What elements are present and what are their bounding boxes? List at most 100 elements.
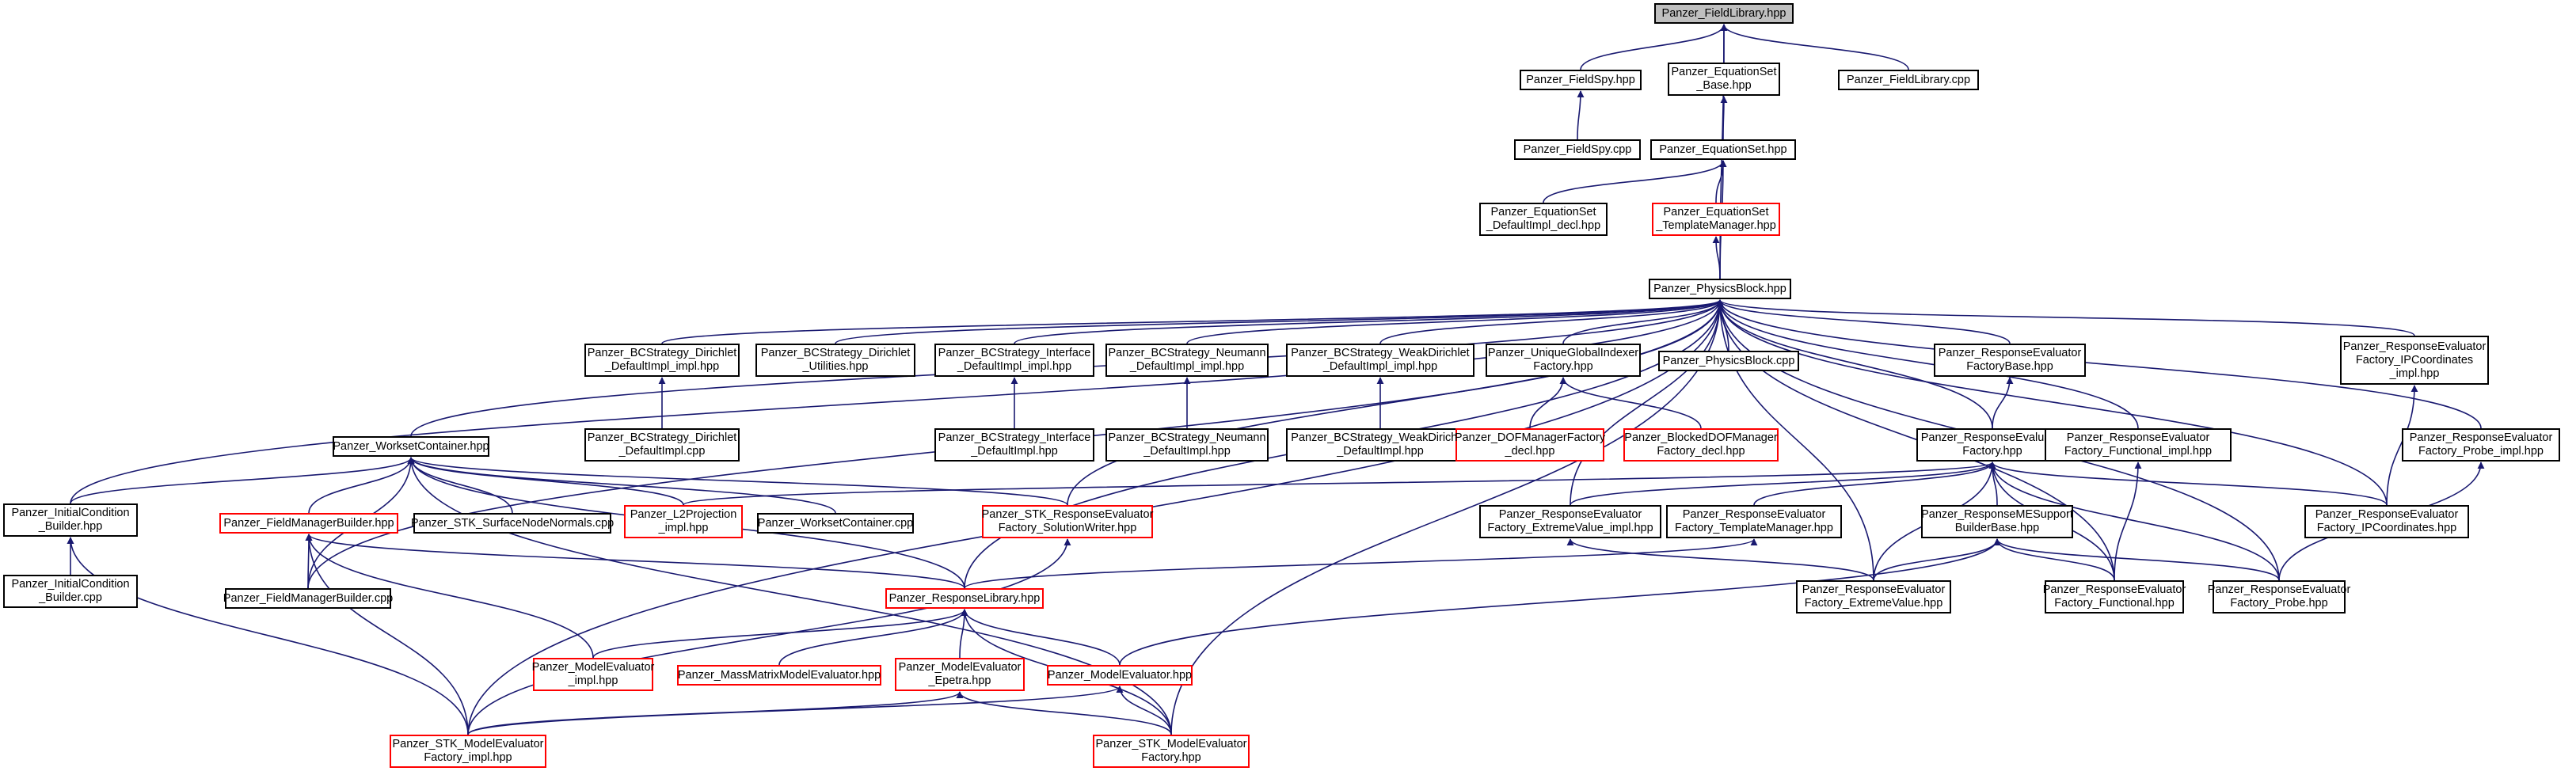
graph-node-l2projection-impl[interactable]: Panzer_L2Projection_impl.hpp: [624, 505, 743, 538]
graph-edge-blockeddofmanager-factory-decl-to-uniqueglobalindexer-factory: [1559, 377, 1702, 429]
graph-node-equationset-hpp[interactable]: Panzer_EquationSet.hpp: [1650, 139, 1796, 160]
graph-node-dofmanagerfactory-decl[interactable]: Panzer_DOFManagerFactory_decl.hpp: [1455, 428, 1605, 462]
graph-edge-responseevaluator-ipcoordinates-to-responseevaluator-factory-hpp: [1988, 462, 2388, 506]
graph-node-bc-interface-defaultimpl-impl[interactable]: Panzer_BCStrategy_Interface_DefaultImpl_…: [934, 344, 1094, 377]
graph-node-label: _DefaultImpl_impl.hpp: [604, 360, 720, 373]
graph-node-label: Panzer_PhysicsBlock.cpp: [1662, 354, 1795, 367]
graph-node-fieldspy-hpp[interactable]: Panzer_FieldSpy.hpp: [1520, 70, 1642, 90]
graph-node-label: _DefaultImpl.hpp: [1337, 445, 1424, 458]
graph-node-modelevaluator-hpp[interactable]: Panzer_ModelEvaluator.hpp: [1047, 665, 1193, 686]
graph-node-label: Factory.hpp: [1962, 445, 2022, 458]
graph-edge-stk-modelevaluator-factory-to-physicsblock-hpp: [1170, 299, 1724, 735]
graph-node-label: Panzer_BlockedDOFManager: [1624, 431, 1778, 444]
graph-node-label: Panzer_FieldManagerBuilder.cpp: [223, 591, 394, 605]
graph-node-massmatrixmodelevaluator[interactable]: Panzer_MassMatrixModelEvaluator.hpp: [677, 665, 881, 686]
graph-node-fieldmanagerbuilder-cpp[interactable]: Panzer_FieldManagerBuilder.cpp: [223, 588, 394, 609]
graph-node-label: Panzer_EquationSet: [1490, 206, 1596, 218]
graph-node-label: Factory_Probe_impl.hpp: [2418, 445, 2544, 458]
graph-node-bc-interface-defaultimpl[interactable]: Panzer_BCStrategy_Interface_DefaultImpl.…: [934, 428, 1094, 462]
graph-edge-responseevaluator-factorybase-to-physicsblock-hpp: [1716, 299, 2011, 344]
graph-node-label: Panzer_STK_ModelEvaluator: [1095, 738, 1247, 750]
graph-node-label: Panzer_STK_SurfaceNodeNormals.cpp: [410, 516, 615, 530]
graph-node-modelevaluator-epetra[interactable]: Panzer_ModelEvaluator_Epetra.hpp: [895, 658, 1025, 691]
graph-edge-responseevaluator-extremevalue-impl-to-responseevaluator-factory-hpp: [1570, 462, 1996, 506]
graph-edge-responseevaluator-ipcoordinates-to-physicsblock-hpp: [1716, 299, 2388, 506]
graph-node-label: Panzer_ResponseEvaluator: [1498, 508, 1642, 521]
graph-node-label: Panzer_STK_ResponseEvaluator: [981, 508, 1154, 521]
graph-node-equationset-base-hpp[interactable]: Panzer_EquationSet_Base.hpp: [1668, 63, 1780, 96]
graph-node-worksetcontainer-cpp[interactable]: Panzer_WorksetContainer.cpp: [757, 513, 914, 534]
graph-node-bc-weakdirichlet-defaultimpl-impl[interactable]: Panzer_BCStrategy_WeakDirichlet_DefaultI…: [1286, 344, 1474, 377]
graph-node-physicsblock-cpp[interactable]: Panzer_PhysicsBlock.cpp: [1658, 351, 1799, 371]
graph-edge-responseevaluator-probe-impl-to-physicsblock-hpp: [1716, 299, 2482, 429]
graph-edge-stk-modelevaluator-factory-impl-to-modelevaluator-hpp: [467, 686, 1124, 735]
graph-node-worksetcontainer-hpp[interactable]: Panzer_WorksetContainer.hpp: [333, 436, 489, 457]
graph-edge-worksetcontainer-cpp-to-worksetcontainer-hpp: [407, 457, 836, 514]
graph-node-equationset-templatemanager[interactable]: Panzer_EquationSet_TemplateManager.hpp: [1652, 203, 1780, 236]
graph-node-responselibrary-hpp[interactable]: Panzer_ResponseLibrary.hpp: [885, 588, 1044, 609]
graph-node-label: Panzer_ResponseEvaluator: [2342, 340, 2487, 353]
graph-node-label: _Builder.cpp: [39, 591, 102, 604]
graph-node-modelevaluator-impl[interactable]: Panzer_ModelEvaluator_impl.hpp: [531, 658, 655, 691]
graph-node-label: _decl.hpp: [1505, 445, 1555, 458]
graph-edge-modelevaluator-hpp-to-responselibrary-hpp: [961, 609, 1121, 666]
graph-node-label: Factory_ExtremeValue.hpp: [1804, 597, 1943, 610]
graph-edge-stk-modelevaluator-factory-to-modelevaluator-epetra: [956, 691, 1172, 735]
graph-node-fieldmanagerbuilder-hpp[interactable]: Panzer_FieldManagerBuilder.hpp: [219, 513, 398, 534]
graph-edge-bc-neumann-defaultimpl-impl-to-physicsblock-hpp: [1186, 299, 1724, 344]
graph-node-bc-weakdirichlet-defaultimpl[interactable]: Panzer_BCStrategy_WeakDirichlet_DefaultI…: [1286, 428, 1474, 462]
graph-node-label: Factory_Functional.hpp: [2054, 597, 2175, 610]
graph-node-label: Panzer_EquationSet.hpp: [1659, 142, 1787, 156]
graph-node-label: _impl.hpp: [2389, 367, 2440, 380]
graph-node-label: Factory_impl.hpp: [424, 751, 512, 764]
graph-node-label: Panzer_FieldSpy.cpp: [1523, 142, 1632, 156]
graph-node-label: Factory.hpp: [1533, 360, 1593, 373]
graph-node-fieldlibrary-hpp: Panzer_FieldLibrary.hpp: [1654, 3, 1794, 24]
graph-node-label: Panzer_ResponseEvaluator: [1920, 431, 2064, 444]
graph-node-fieldlibrary-cpp[interactable]: Panzer_FieldLibrary.cpp: [1838, 70, 1979, 90]
graph-edge-l2projection-impl-to-responseevaluator-factory-hpp: [683, 462, 1996, 506]
graph-node-label: Panzer_ModelEvaluator: [531, 661, 655, 674]
graph-node-label: Panzer_BCStrategy_WeakDirichlet: [1291, 431, 1470, 444]
graph-node-label: Panzer_ResponseEvaluator: [1938, 347, 2082, 359]
graph-edge-responseevaluator-functional-impl-to-physicsblock-hpp: [1716, 299, 2139, 429]
graph-node-fieldspy-cpp[interactable]: Panzer_FieldSpy.cpp: [1514, 139, 1641, 160]
graph-node-label: Panzer_MassMatrixModelEvaluator.hpp: [677, 668, 881, 682]
graph-node-label: Panzer_PhysicsBlock.hpp: [1653, 282, 1786, 295]
graph-node-equationset-defaultimpl-decl[interactable]: Panzer_EquationSet_DefaultImpl_decl.hpp: [1479, 203, 1608, 236]
graph-edge-responseevaluator-extremevalue-impl-to-physicsblock-hpp: [1570, 299, 1724, 506]
graph-edge-responseevaluator-probe-to-responsemesupport-builderbase: [1993, 538, 2280, 581]
graph-node-label: Panzer_ResponseEvaluator: [2042, 583, 2186, 596]
graph-node-physicsblock-hpp[interactable]: Panzer_PhysicsBlock.hpp: [1649, 279, 1791, 299]
graph-node-label: Panzer_ResponseMESupport: [1921, 508, 2073, 521]
graph-node-bc-neumann-defaultimpl[interactable]: Panzer_BCStrategy_Neumann_DefaultImpl.hp…: [1105, 428, 1269, 462]
graph-edge-bc-dirichlet-utilities-to-physicsblock-hpp: [835, 299, 1724, 344]
graph-edge-responseevaluator-factory-hpp-to-physicsblock-hpp: [1716, 299, 1993, 429]
graph-node-label: Panzer_ResponseEvaluator: [2409, 431, 2553, 444]
graph-node-initialcondition-builder-cpp[interactable]: Panzer_InitialCondition_Builder.cpp: [3, 575, 138, 608]
graph-node-stk-surfacenodenormals[interactable]: Panzer_STK_SurfaceNodeNormals.cpp: [410, 513, 615, 534]
graph-node-initialcondition-builder-hpp[interactable]: Panzer_InitialCondition_Builder.hpp: [3, 503, 138, 537]
graph-node-bc-dirichlet-defaultimpl-impl[interactable]: Panzer_BCStrategy_Dirichlet_DefaultImpl_…: [584, 344, 740, 377]
graph-node-bc-dirichlet-utilities[interactable]: Panzer_BCStrategy_Dirichlet_Utilities.hp…: [755, 344, 915, 377]
graph-node-bc-neumann-defaultimpl-impl[interactable]: Panzer_BCStrategy_Neumann_DefaultImpl_im…: [1105, 344, 1269, 377]
graph-node-label: Factory_decl.hpp: [1657, 445, 1745, 458]
graph-node-bc-dirichlet-defaultimpl-cpp[interactable]: Panzer_BCStrategy_Dirichlet_DefaultImpl.…: [584, 428, 740, 462]
